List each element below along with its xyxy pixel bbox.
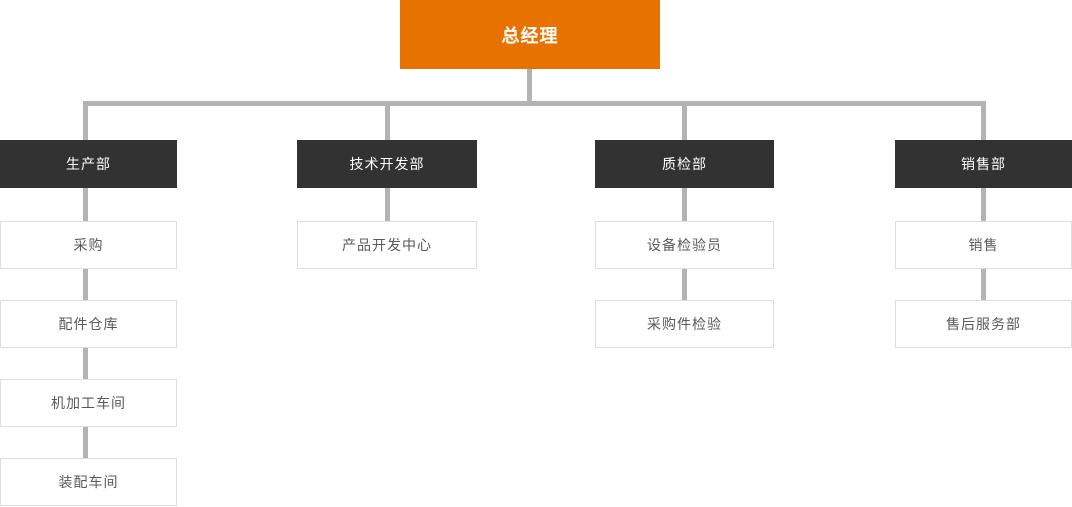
org-node-product-dev-center: 产品开发中心 (297, 221, 477, 269)
org-node-equipment-inspector: 设备检验员 (595, 221, 774, 269)
org-node-dept-tech-development: 技术开发部 (297, 140, 477, 188)
org-node-purchasing: 采购 (0, 221, 177, 269)
org-node-after-sales-service: 售后服务部 (895, 300, 1072, 348)
connector-root-trunk (527, 69, 532, 106)
org-node-general-manager: 总经理 (400, 0, 660, 69)
org-node-dept-sales: 销售部 (895, 140, 1072, 188)
connector-line (83, 269, 88, 300)
org-node-assembly-workshop: 装配车间 (0, 458, 177, 506)
connector-drop-sales (981, 101, 986, 140)
connector-line (83, 188, 88, 221)
org-node-machining-workshop: 机加工车间 (0, 379, 177, 427)
connector-drop-qc (682, 101, 687, 140)
org-node-dept-production: 生产部 (0, 140, 177, 188)
connector-line (682, 269, 687, 300)
connector-line (981, 269, 986, 300)
org-node-purchased-parts-inspection: 采购件检验 (595, 300, 774, 348)
connector-horizontal (83, 101, 986, 106)
connector-line (83, 427, 88, 458)
connector-line (682, 188, 687, 221)
connector-line (385, 188, 390, 221)
connector-drop-tech (385, 101, 390, 140)
connector-line (981, 188, 986, 221)
connector-line (83, 348, 88, 379)
org-node-dept-quality-inspection: 质检部 (595, 140, 774, 188)
org-node-parts-warehouse: 配件仓库 (0, 300, 177, 348)
connector-drop-production (83, 101, 88, 140)
org-node-sales: 销售 (895, 221, 1072, 269)
